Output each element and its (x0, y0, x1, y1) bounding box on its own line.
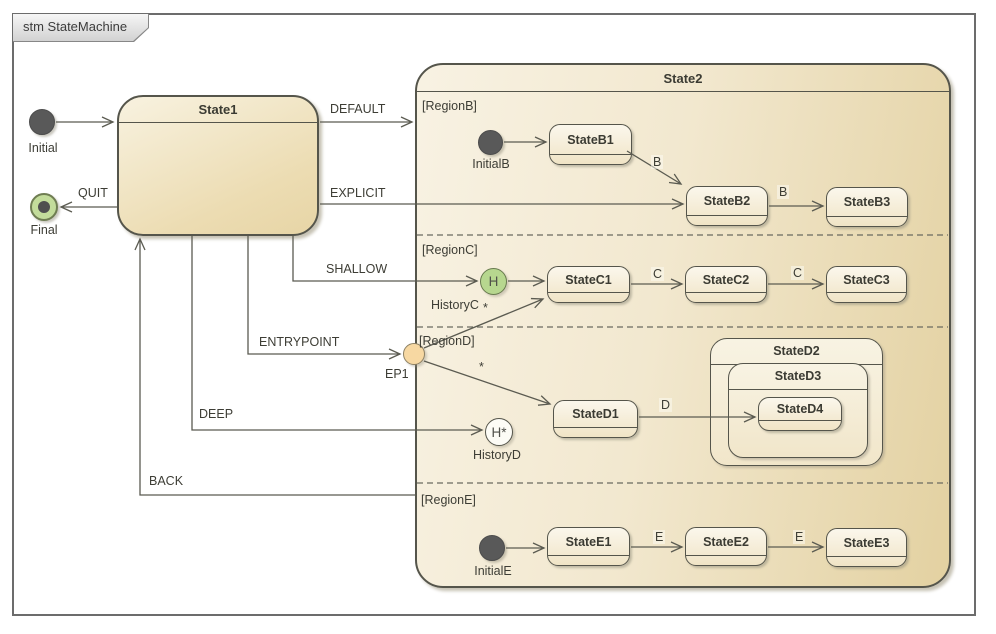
statee1-compartment (548, 555, 629, 565)
frame-label-tab (13, 14, 149, 42)
state-statee2[interactable]: StateE2 (685, 527, 767, 566)
state-statee1[interactable]: StateE1 (547, 527, 630, 566)
stateb1-title: StateB1 (567, 132, 614, 147)
statee3-title: StateE3 (843, 535, 890, 550)
stated2-title: StateD2 (711, 339, 882, 365)
stated1-title: StateD1 (572, 407, 619, 421)
stateb1-compartment (550, 154, 631, 164)
statee2-compartment (686, 555, 766, 565)
stated4-title: StateD4 (776, 402, 824, 416)
stated4-compartment (759, 420, 841, 430)
b2-b3-label[interactable]: B (777, 185, 790, 199)
frame-label-tab-fill (13, 14, 148, 41)
state-state1[interactable]: State1 (117, 95, 319, 236)
stateb3-compartment (827, 216, 907, 226)
shallow-label[interactable]: SHALLOW (326, 262, 388, 276)
quit-label[interactable]: QUIT (78, 186, 108, 200)
state-statec2[interactable]: StateC2 (685, 266, 767, 303)
region-e-label: [RegionE] (421, 493, 476, 507)
statee3-compartment (827, 556, 906, 566)
ep1-label: EP1 (385, 367, 409, 381)
e1-e2-label[interactable]: E (653, 530, 666, 544)
statec2-title: StateC2 (702, 272, 750, 287)
stateb2-compartment (687, 215, 767, 225)
e2-e3-label[interactable]: E (793, 530, 806, 544)
state2-title: State2 (417, 65, 949, 92)
c2-c3-label[interactable]: C (791, 266, 805, 280)
shallow-history-glyph: H (488, 274, 499, 289)
final-node-icon[interactable] (30, 193, 58, 221)
deep-label[interactable]: DEEP (199, 407, 234, 421)
ep1-d1-star-label[interactable]: * (479, 360, 484, 374)
statec3-compartment (827, 292, 906, 302)
d1-d4-label[interactable]: D (659, 398, 673, 412)
statec1-title: StateC1 (565, 272, 612, 287)
statec3-title: StateC3 (843, 272, 890, 287)
state1-title: State1 (119, 97, 317, 123)
explicit-label[interactable]: EXPLICIT (330, 186, 386, 200)
state-stated1[interactable]: StateD1 (553, 400, 638, 438)
frame-title: stm StateMachine (23, 19, 128, 34)
state-statec1[interactable]: StateC1 (547, 266, 630, 303)
initial-node-label: Initial (28, 141, 58, 155)
historyc-label: HistoryC (431, 298, 479, 312)
initialb-node-label: InitialB (472, 157, 510, 171)
state-stateb2[interactable]: StateB2 (686, 186, 768, 226)
stateb2-title: StateB2 (703, 194, 751, 208)
statec1-compartment (548, 292, 629, 302)
b1-b2-label[interactable]: B (651, 155, 664, 169)
shallow-history-icon[interactable]: H (480, 268, 507, 295)
entrypoint-label[interactable]: ENTRYPOINT (259, 335, 340, 349)
stated1-compartment (554, 427, 637, 437)
ep1-c1-star-label[interactable]: * (483, 301, 488, 315)
state-stated4[interactable]: StateD4 (758, 397, 842, 431)
back-label[interactable]: BACK (149, 474, 184, 488)
default-label[interactable]: DEFAULT (330, 102, 386, 116)
region-d-label: [RegionD] (419, 334, 475, 348)
final-node-label: Final (30, 223, 58, 237)
stated3-title: StateD3 (729, 364, 867, 390)
c1-c2-label[interactable]: C (651, 267, 665, 281)
deep-history-glyph: H* (491, 424, 507, 440)
state-statec3[interactable]: StateC3 (826, 266, 907, 303)
initiale-node-icon[interactable] (479, 535, 505, 561)
historyd-label: HistoryD (473, 448, 521, 462)
state-stateb1[interactable]: StateB1 (549, 124, 632, 165)
deep-history-icon[interactable]: H* (485, 418, 513, 446)
statee2-title: StateE2 (703, 534, 749, 549)
final-node-inner-dot (38, 201, 50, 213)
region-b-label: [RegionB] (422, 99, 477, 113)
state-statee3[interactable]: StateE3 (826, 528, 907, 567)
initial-node-icon[interactable] (29, 109, 55, 135)
statee1-title: StateE1 (565, 534, 612, 549)
stateb3-title: StateB3 (843, 195, 891, 209)
diagram-frame (12, 13, 976, 616)
initialb-node-icon[interactable] (478, 130, 503, 155)
state-stateb3[interactable]: StateB3 (826, 187, 908, 227)
initiale-node-label: InitialE (474, 564, 512, 578)
region-c-label: [RegionC] (422, 243, 478, 257)
statec2-compartment (686, 292, 766, 302)
